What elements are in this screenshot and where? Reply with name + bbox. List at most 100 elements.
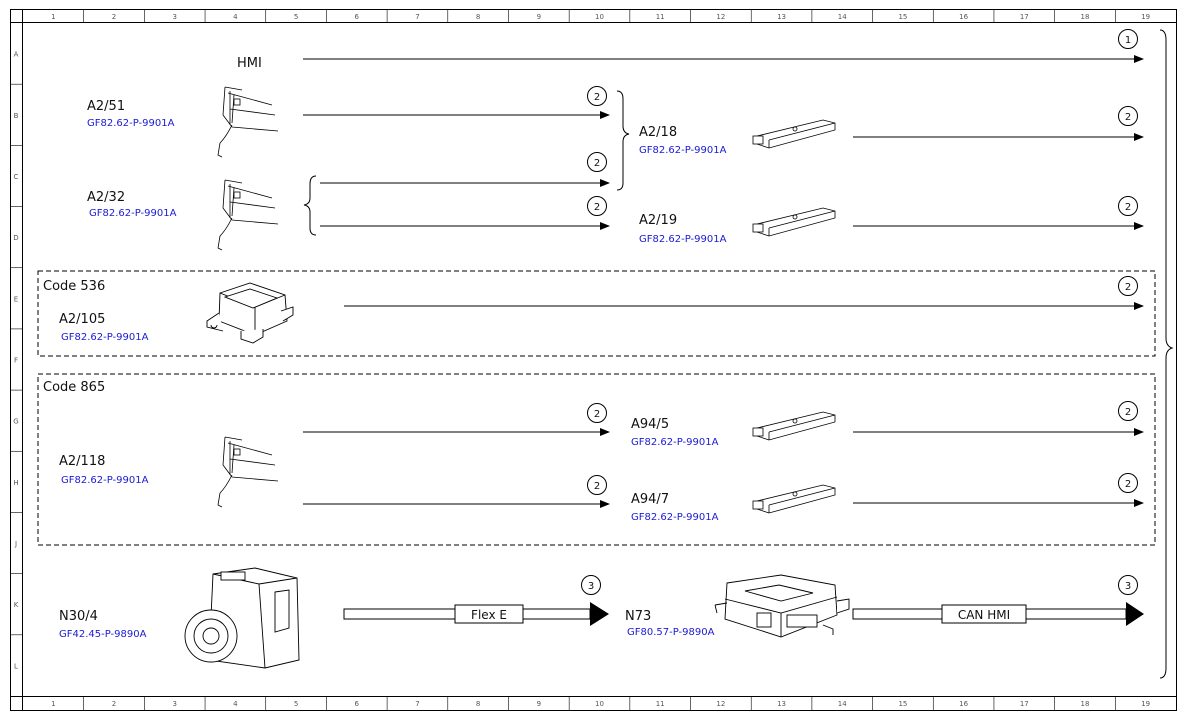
module-a2-18-drawing [752, 119, 836, 149]
grid-col-label-top: 17 [1020, 13, 1029, 21]
n73-doc[interactable]: GF80.57-P-9890A [627, 627, 715, 638]
svg-text:2: 2 [1125, 112, 1131, 123]
a2-18-doc[interactable]: GF82.62-P-9901A [639, 145, 727, 156]
camera-n30-4-drawing [184, 567, 300, 669]
sensor-a2-118-drawing [217, 436, 279, 508]
grid-col-label-bottom: 7 [415, 700, 419, 708]
marker-2-a2-18: 2 [1118, 106, 1138, 126]
a2-32-label: A2/32 [87, 190, 125, 205]
grid-col-label-top: 4 [233, 13, 238, 21]
grid-row-label: E [14, 295, 18, 303]
module-a94-5-drawing [752, 411, 836, 441]
code-865-box [37, 373, 1156, 546]
grid-col-label-top: 2 [112, 13, 116, 21]
brace-a2-32 [303, 175, 317, 236]
svg-text:2: 2 [1125, 407, 1131, 418]
grid-col-label-bottom: 11 [656, 700, 665, 708]
grid-col-label-top: 16 [959, 13, 968, 21]
sensor-a2-51-drawing [217, 86, 279, 158]
grid-col-label-bottom: 1 [51, 700, 55, 708]
marker-2-a2-105: 2 [1118, 276, 1138, 296]
marker-2-a2-19: 2 [1118, 196, 1138, 216]
grid-row-label: F [14, 357, 18, 365]
grid-col-label-bottom: 18 [1081, 700, 1090, 708]
bus-can-hmi: CAN HMI [852, 602, 1144, 626]
marker-2-a2-32-upper: 2 [587, 152, 607, 172]
module-a2-19-drawing [752, 207, 836, 237]
marker-2-a2-118-upper: 2 [587, 403, 607, 423]
a2-118-doc[interactable]: GF82.62-P-9901A [61, 475, 149, 486]
grid-col-label-bottom: 12 [716, 700, 725, 708]
a94-5-doc[interactable]: GF82.62-P-9901A [631, 437, 719, 448]
a2-51-doc[interactable]: GF82.62-P-9901A [87, 118, 175, 129]
svg-text:3: 3 [1125, 581, 1131, 592]
grid-row-label: B [14, 112, 19, 120]
arrows [303, 55, 1144, 508]
grid-col-label-bottom: 13 [777, 700, 786, 708]
bus-flex-e-label: Flex E [471, 608, 507, 622]
brace-a2-18-in [616, 90, 630, 191]
grid-col-label-top: 9 [537, 13, 541, 21]
grid-col-label-bottom: 10 [595, 700, 604, 708]
a2-19-doc[interactable]: GF82.62-P-9901A [639, 234, 727, 245]
a2-105-doc[interactable]: GF82.62-P-9901A [61, 332, 149, 343]
grid-row-label: C [14, 173, 19, 181]
svg-text:2: 2 [1125, 282, 1131, 293]
grid-row-label: D [13, 234, 18, 242]
grid-col-label-top: 10 [595, 13, 604, 21]
grid-col-label-bottom: 3 [172, 700, 176, 708]
grid-row-label: L [14, 662, 18, 670]
grid-col-label-bottom: 4 [233, 700, 238, 708]
grid-col-label-top: 5 [294, 13, 298, 21]
marker-3-flex-e: 3 [581, 575, 601, 595]
grid-col-label-bottom: 14 [838, 700, 847, 708]
a2-19-label: A2/19 [639, 213, 677, 228]
grid-col-label-top: 13 [777, 13, 786, 21]
code-536-label: Code 536 [43, 279, 105, 294]
grid-col-label-bottom: 8 [476, 700, 480, 708]
n30-4-doc[interactable]: GF42.45-P-9890A [59, 629, 147, 640]
grid-column-labels: 1122334455667788991010111112121313141415… [51, 9, 1150, 711]
svg-text:2: 2 [594, 92, 600, 103]
grid-col-label-bottom: 16 [959, 700, 968, 708]
marker-3-can-hmi: 3 [1118, 575, 1138, 595]
grid-row-label: G [13, 418, 18, 426]
grid-row-label: K [14, 601, 19, 609]
code-536-box [37, 270, 1156, 357]
marker-2-a2-32-lower: 2 [587, 196, 607, 216]
svg-text:2: 2 [1125, 202, 1131, 213]
grid-col-label-top: 8 [476, 13, 480, 21]
grid-row-label: A [14, 51, 19, 59]
a94-7-doc[interactable]: GF82.62-P-9901A [631, 512, 719, 523]
grid-col-label-top: 14 [838, 13, 847, 21]
a2-32-doc[interactable]: GF82.62-P-9901A [89, 208, 177, 219]
grid-col-label-top: 6 [355, 13, 360, 21]
radar-a2-105-drawing [206, 282, 294, 344]
marker-2-a2-118-lower: 2 [587, 475, 607, 495]
grid-col-label-bottom: 15 [898, 700, 907, 708]
grid-col-label-bottom: 2 [112, 700, 116, 708]
svg-text:2: 2 [594, 409, 600, 420]
svg-text:2: 2 [1125, 479, 1131, 490]
marker-1: 1 [1118, 29, 1138, 49]
a2-105-label: A2/105 [59, 312, 105, 327]
svg-text:3: 3 [588, 581, 594, 592]
svg-text:2: 2 [594, 202, 600, 213]
grid-col-label-bottom: 9 [537, 700, 541, 708]
svg-text:2: 2 [594, 481, 600, 492]
n73-label: N73 [625, 609, 651, 624]
marker-2-a94-7: 2 [1118, 473, 1138, 493]
a2-118-label: A2/118 [59, 454, 105, 469]
grid-col-label-top: 3 [172, 13, 176, 21]
hmi-label: HMI [237, 56, 262, 71]
grid-col-label-top: 15 [898, 13, 907, 21]
svg-text:2: 2 [594, 158, 600, 169]
grid-col-label-top: 1 [51, 13, 55, 21]
a2-18-label: A2/18 [639, 125, 677, 140]
grid-row-label: J [14, 540, 17, 548]
code-865-label: Code 865 [43, 380, 105, 395]
bus-can-hmi-label-box [941, 604, 1027, 624]
module-a94-7-drawing [752, 484, 836, 514]
grid-col-label-bottom: 5 [294, 700, 298, 708]
